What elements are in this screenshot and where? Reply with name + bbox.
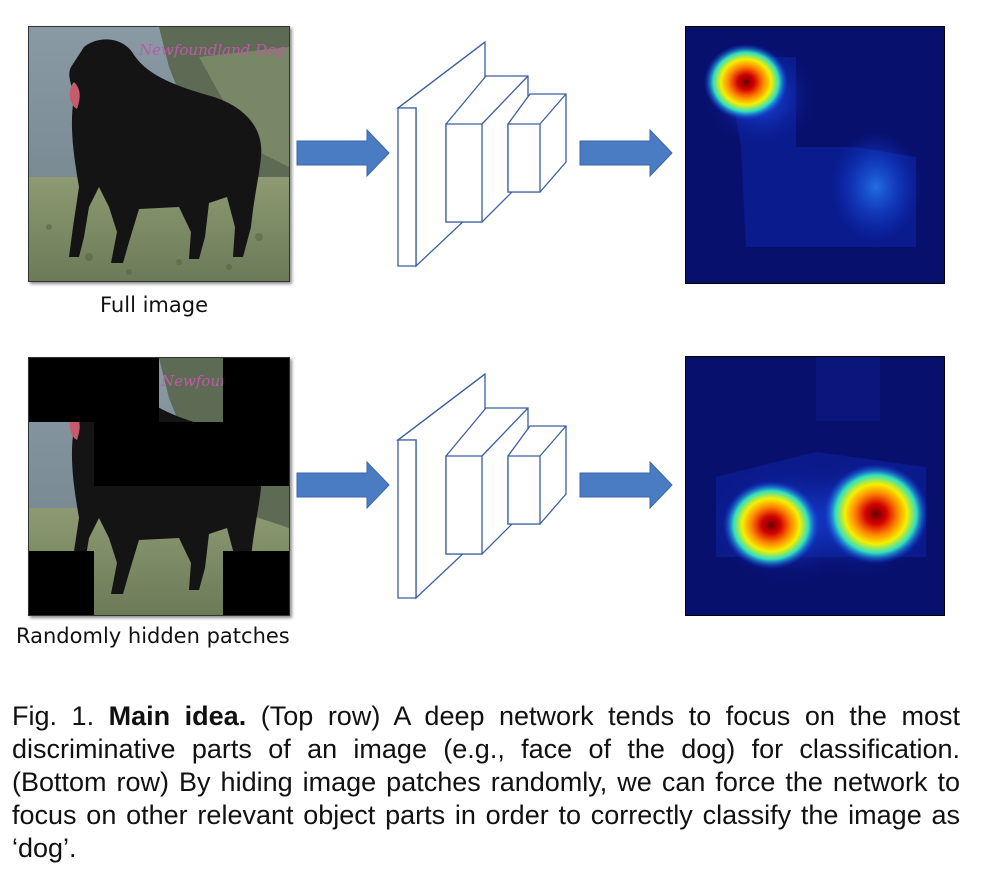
flow-arrow-icon xyxy=(579,128,673,178)
dog-photo-icon: Newfoundla xyxy=(29,358,289,615)
attention-heatmap-icon xyxy=(686,27,944,283)
flow-arrow-icon xyxy=(579,460,673,510)
full-image-photo: Newfoundland Dog xyxy=(28,26,290,282)
figure-caption: Fig. 1. Main idea. (Top row) A deep netw… xyxy=(12,700,960,865)
attention-heatmap-top xyxy=(685,26,945,284)
full-image-label: Full image xyxy=(100,293,208,317)
hidden-patches-label: Randomly hidden patches xyxy=(16,624,290,648)
attention-heatmap-icon xyxy=(686,357,944,615)
figure-caption-text: (Top row) A deep network tends to focus … xyxy=(12,701,960,863)
flow-arrow-icon xyxy=(296,128,390,178)
hidden-patches-photo: Newfoundla xyxy=(28,357,290,616)
dog-photo-icon: Newfoundland Dog xyxy=(29,27,289,281)
cnn-network-icon xyxy=(396,40,567,268)
cnn-network-icon xyxy=(396,372,567,600)
flow-arrow-icon xyxy=(296,460,390,510)
figure-number: Fig. 1. xyxy=(12,701,95,731)
attention-heatmap-bottom xyxy=(685,356,945,616)
figure-title: Main idea. xyxy=(108,701,247,731)
hidden-patches xyxy=(29,358,289,615)
watermark-text: Newfoundland Dog xyxy=(138,41,286,59)
